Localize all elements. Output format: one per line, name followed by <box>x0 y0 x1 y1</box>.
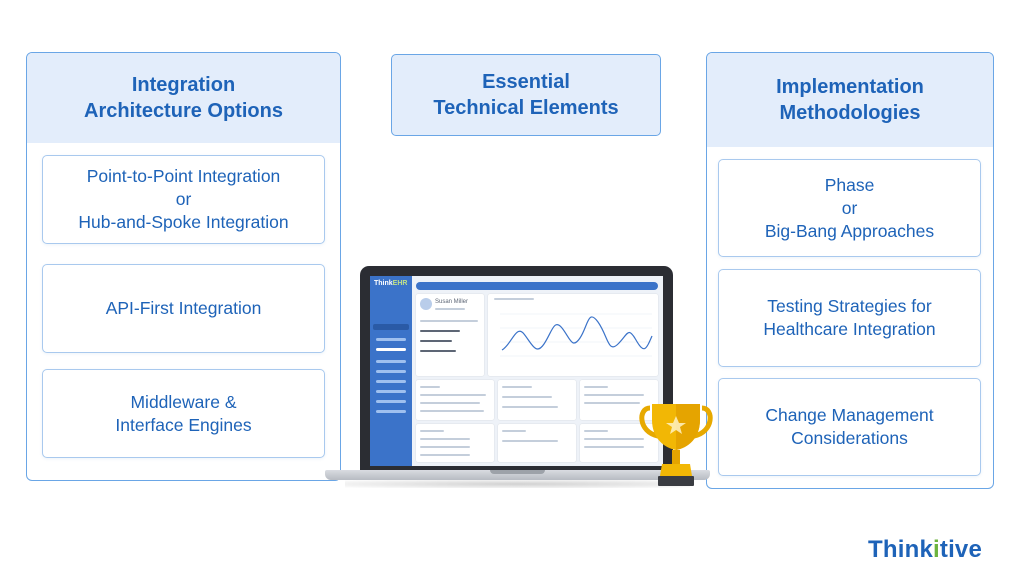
brand-part: Think <box>374 280 393 287</box>
sidebar-item <box>376 380 406 383</box>
laptop-notch <box>490 470 545 474</box>
architecture-options-header: Integration Architecture Options <box>27 53 340 143</box>
vitals-graph-card <box>488 294 658 376</box>
logo-part: i <box>933 536 940 563</box>
search-icon <box>373 324 409 330</box>
card-line: API-First Integration <box>105 298 262 318</box>
logo-part: tive <box>939 536 983 563</box>
info-card <box>498 424 576 462</box>
technical-elements-box: Essential Technical Elements <box>391 54 661 136</box>
laptop-shadow <box>345 480 690 488</box>
laptop-illustration: ThinkEHR Susan Miller <box>325 266 710 490</box>
patient-name: Susan Miller <box>435 299 469 305</box>
point-to-point-card: Point-to-Point Integration or Hub-and-Sp… <box>42 155 325 244</box>
architecture-options-title-line2: Architecture Options <box>84 100 283 122</box>
phase-card: Phase or Big-Bang Approaches <box>718 159 981 257</box>
ehr-dashboard-screen: ThinkEHR Susan Miller <box>370 276 663 466</box>
card-line: or <box>175 189 192 209</box>
sidebar-item <box>376 338 406 341</box>
ehr-brand: ThinkEHR <box>374 280 407 287</box>
card-line: or <box>841 197 858 218</box>
card-line: Hub-and-Spoke Integration <box>78 212 289 232</box>
middleware-card: Middleware & Interface Engines <box>42 369 325 458</box>
thinkitive-logo: Thinkitive <box>868 536 982 564</box>
card-line: Point-to-Point Integration <box>86 166 281 186</box>
card-line: Change Management <box>765 405 934 425</box>
trophy-icon <box>636 398 716 490</box>
info-card <box>498 380 576 420</box>
implementation-title-line2: Methodologies <box>779 102 921 124</box>
change-management-card: Change Management Considerations <box>718 378 981 476</box>
sidebar-item <box>376 370 406 373</box>
architecture-options-title-line1: Integration <box>131 74 236 96</box>
logo-part: Think <box>868 536 933 563</box>
card-line: Testing Strategies for <box>767 296 932 316</box>
sidebar-item <box>376 360 406 363</box>
sidebar-item <box>376 390 406 393</box>
ehr-topbar <box>416 282 658 290</box>
card-line: Big-Bang Approaches <box>764 220 935 241</box>
technical-elements-title-line2: Technical Elements <box>433 97 619 119</box>
ehr-sidebar: ThinkEHR <box>370 276 412 466</box>
brand-part: EHR <box>392 280 408 287</box>
implementation-title-line1: Implementation <box>776 76 924 98</box>
sidebar-item <box>376 400 406 403</box>
api-first-card: API-First Integration <box>42 264 325 353</box>
card-line: Healthcare Integration <box>763 319 936 339</box>
card-line: Phase <box>824 174 875 195</box>
info-card <box>416 424 494 462</box>
card-line: Middleware & <box>130 391 237 412</box>
testing-strategies-card: Testing Strategies for Healthcare Integr… <box>718 269 981 367</box>
laptop-base <box>325 470 710 480</box>
implementation-methodologies-header: Implementation Methodologies <box>707 53 993 147</box>
laptop-lid: ThinkEHR Susan Miller <box>360 266 673 472</box>
technical-elements-title-line1: Essential <box>482 71 570 93</box>
vitals-line-chart <box>500 313 653 357</box>
patient-card: Susan Miller <box>416 294 484 376</box>
card-line: Interface Engines <box>115 414 252 435</box>
sidebar-item <box>376 348 406 351</box>
info-card <box>416 380 494 420</box>
card-line: Considerations <box>791 428 908 448</box>
sidebar-item <box>376 410 406 413</box>
avatar <box>420 298 432 310</box>
